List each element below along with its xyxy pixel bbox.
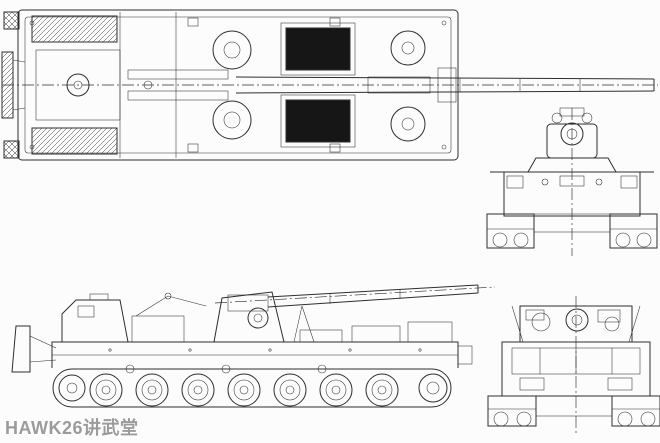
recuperator: [581, 112, 593, 124]
gun-barrel-top: [235, 76, 655, 94]
hatch-circle: [212, 100, 252, 140]
spade-arm: [628, 305, 641, 343]
cab: [61, 299, 129, 343]
road-wheel: [135, 373, 169, 407]
belly-rear: [535, 395, 613, 417]
headlight: [595, 178, 603, 186]
belly-front: [533, 213, 611, 233]
top-view: [1, 9, 658, 161]
dozer-blade-side: [11, 325, 31, 373]
breech: [227, 294, 269, 312]
road-wheel: [89, 373, 123, 407]
headlight: [541, 178, 549, 186]
rear-view: [487, 296, 660, 436]
side-view: [11, 284, 496, 408]
dark-hatch-opening: [285, 99, 351, 143]
track-rear-right: [611, 395, 660, 427]
spade-arm: [511, 305, 524, 343]
dozer-blade-top: [1, 51, 14, 119]
hull-front: [503, 171, 641, 217]
front-fitting: [3, 11, 20, 30]
road-wheel: [227, 373, 261, 407]
engine-grille: [31, 127, 118, 155]
barrel-axis-line: [214, 286, 496, 304]
crane-arm: [135, 295, 207, 317]
gun-cradle-top: [367, 76, 431, 94]
road-wheel: [319, 373, 353, 407]
hatch-circle: [390, 106, 426, 142]
gun-mount: [213, 291, 285, 343]
front-fitting: [3, 140, 20, 159]
return-roller: [221, 364, 231, 374]
hull-top-outline: [17, 9, 459, 161]
engine-grille: [31, 15, 118, 43]
drive-sprocket: [418, 373, 448, 403]
watermark-text: HAWK26讲武堂: [5, 418, 139, 438]
cab-window: [77, 305, 95, 318]
front-view: [486, 107, 658, 256]
recoil-rail: [127, 90, 229, 101]
track-front-right: [609, 213, 658, 249]
recuperator: [551, 112, 563, 124]
rear-spade-folded: [457, 345, 473, 365]
running-gear: [52, 364, 452, 408]
road-wheel: [273, 373, 307, 407]
return-roller: [317, 364, 327, 374]
recoil-rail: [127, 69, 229, 80]
barrel-support: [293, 305, 315, 343]
track-band: [52, 368, 452, 408]
idler-wheel: [58, 374, 86, 402]
hatch-circle: [212, 30, 252, 70]
track-front-left: [486, 213, 535, 249]
dark-hatch-opening: [285, 27, 351, 71]
trunnion: [247, 307, 269, 329]
deck-equipment: [131, 315, 185, 343]
road-wheel: [365, 373, 399, 407]
muzzle-front: [560, 122, 584, 146]
return-roller: [125, 364, 135, 374]
hatch-circle: [390, 30, 426, 66]
track-rear-left: [487, 395, 537, 427]
gun-barrel-side: [267, 284, 479, 308]
road-wheel: [181, 373, 215, 407]
